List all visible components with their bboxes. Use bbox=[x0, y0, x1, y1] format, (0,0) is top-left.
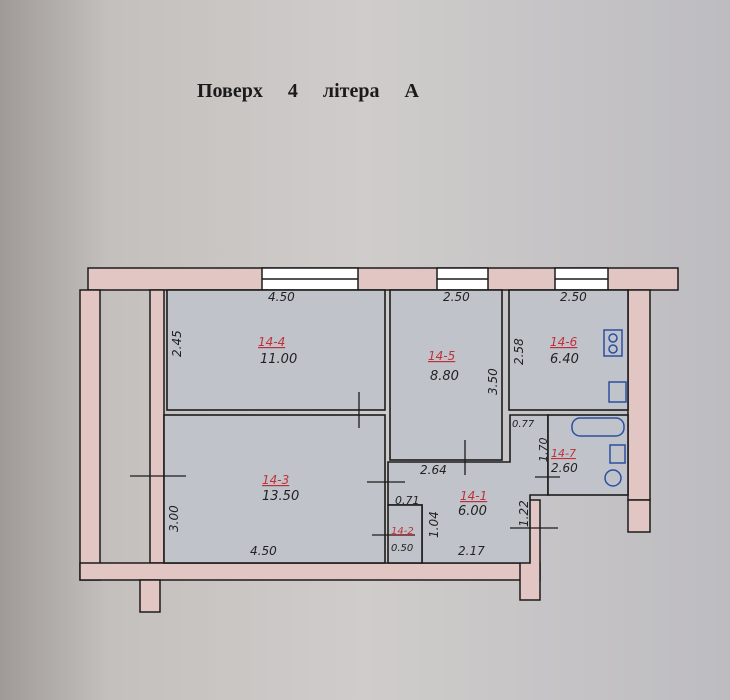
bathtub-icon bbox=[571, 417, 625, 437]
dim-r6-width: 2.50 bbox=[560, 290, 587, 304]
room-id: 14-7 bbox=[551, 447, 576, 460]
letter-value: А bbox=[404, 80, 419, 102]
sink-icon bbox=[608, 381, 627, 403]
room-id: 14-1 bbox=[460, 489, 487, 503]
room-14-4 bbox=[166, 289, 386, 411]
floor-label: Поверх bbox=[197, 80, 263, 102]
room-area: 2.60 bbox=[551, 461, 578, 475]
floor-title: Поверх 4 літера А bbox=[197, 80, 433, 103]
room-area: 6.00 bbox=[458, 504, 487, 519]
dimension-labels: 4.50 2.45 2.50 3.50 2.50 2.58 0.77 1.70 … bbox=[167, 290, 587, 558]
dim-r1-left: 0.71 bbox=[395, 494, 420, 507]
dim-r3-depth: 3.00 bbox=[167, 505, 181, 532]
dim-r7-width: 0.77 bbox=[512, 419, 535, 430]
dim-r1-bottom: 2.17 bbox=[458, 544, 485, 558]
windows bbox=[261, 267, 609, 291]
dim-r5-depth: 3.50 bbox=[486, 368, 500, 395]
room-area: 13.50 bbox=[262, 489, 299, 504]
toilet-icon bbox=[604, 469, 622, 487]
dim-r3-width: 4.50 bbox=[250, 544, 277, 558]
room-id: 14-5 bbox=[428, 349, 455, 363]
room-area: 0.50 bbox=[391, 543, 413, 554]
floor-number: 4 bbox=[287, 80, 298, 102]
dim-r1-right: 1.22 bbox=[517, 500, 531, 527]
dim-r1-top: 2.64 bbox=[420, 463, 447, 477]
room-area: 6.40 bbox=[550, 352, 579, 367]
dim-r4-width: 4.50 bbox=[268, 290, 295, 304]
fixtures bbox=[571, 329, 627, 487]
room-14-6 bbox=[508, 289, 629, 411]
stove-icon bbox=[603, 329, 623, 357]
door-marks bbox=[130, 392, 560, 536]
rooms bbox=[163, 289, 629, 564]
dim-r6-depth: 2.58 bbox=[512, 338, 526, 365]
letter-label: літера bbox=[322, 80, 380, 102]
room-area: 11.00 bbox=[260, 352, 297, 367]
room-labels: 14-4 11.00 14-5 8.80 14-6 6.40 14-3 13.5… bbox=[258, 335, 579, 554]
room-id: 14-6 bbox=[550, 335, 578, 349]
dim-r1-mid: 1.04 bbox=[427, 511, 441, 538]
room-14-2 bbox=[387, 504, 423, 564]
room-area: 8.80 bbox=[430, 369, 459, 384]
dim-r4-depth: 2.45 bbox=[170, 330, 184, 357]
room-14-7 bbox=[547, 414, 629, 496]
room-id: 14-4 bbox=[258, 335, 285, 349]
room-id: 14-3 bbox=[262, 473, 289, 487]
room-id: 14-2 bbox=[391, 526, 414, 537]
washbasin-icon bbox=[609, 444, 626, 464]
dim-r7-depth: 1.70 bbox=[537, 438, 550, 463]
room-14-3 bbox=[163, 414, 386, 564]
room-14-5 bbox=[389, 289, 503, 461]
dim-r5-width: 2.50 bbox=[443, 290, 470, 304]
